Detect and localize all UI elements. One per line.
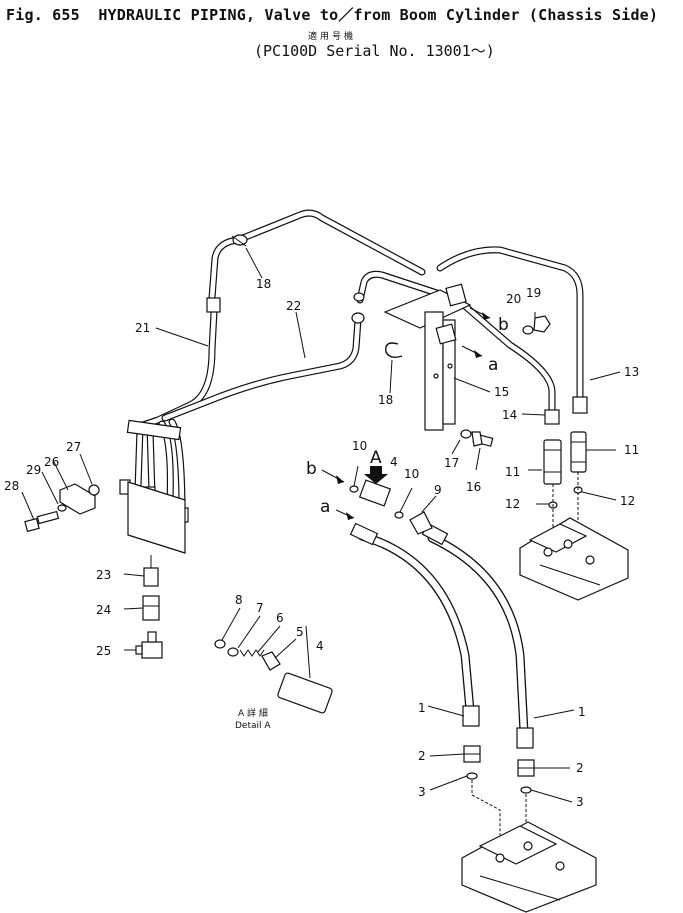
tube-21 bbox=[136, 308, 218, 430]
callout-25: 25 bbox=[96, 644, 111, 658]
bolt-16-washer-17 bbox=[460, 429, 494, 447]
callout-23: 23 bbox=[96, 568, 111, 582]
callout-9: 9 bbox=[434, 483, 442, 497]
callout-10-left: 10 bbox=[352, 439, 367, 453]
leader-lines bbox=[21, 247, 621, 803]
marker-a-left: a bbox=[320, 497, 330, 517]
callout-21: 21 bbox=[135, 321, 150, 335]
o-ring-10-right bbox=[394, 511, 404, 519]
serial-range: (PC100D Serial No. 13001～) bbox=[254, 42, 495, 60]
callout-11-right: 11 bbox=[624, 443, 639, 457]
clip-18-lower bbox=[385, 342, 403, 359]
applicability-label: 適用号機 bbox=[308, 32, 357, 42]
callout-16: 16 bbox=[466, 480, 481, 494]
bracket-15 bbox=[383, 283, 472, 431]
hose-1-left bbox=[349, 522, 480, 727]
callout-3-left: 3 bbox=[418, 785, 426, 799]
callout-15: 15 bbox=[494, 385, 509, 399]
washer-7 bbox=[227, 647, 239, 657]
callout-11-left: 11 bbox=[505, 465, 520, 479]
callout-2-left: 2 bbox=[418, 749, 426, 763]
detail-a-assembly bbox=[214, 639, 333, 714]
callout-14: 14 bbox=[502, 408, 517, 422]
callout-22: 22 bbox=[286, 299, 301, 313]
tube-18-upper bbox=[208, 209, 426, 302]
marker-a-top: a bbox=[488, 355, 498, 375]
o-ring-10-left bbox=[349, 485, 359, 493]
figure-caption: HYDRAULIC PIPING, Valve to／from Boom Cyl… bbox=[98, 6, 659, 24]
tube-22 bbox=[161, 316, 362, 422]
callout-26: 26 bbox=[44, 455, 59, 469]
callout-4-detail: 4 bbox=[316, 639, 324, 653]
collar-27 bbox=[88, 484, 100, 496]
marker-b-left: b bbox=[306, 459, 317, 479]
plug-5 bbox=[261, 651, 281, 671]
coupling-11-right bbox=[570, 431, 587, 473]
spool-4-detail bbox=[277, 672, 333, 714]
callout-12-left: 12 bbox=[505, 497, 520, 511]
marker-A: A bbox=[370, 448, 382, 468]
marker-b-top: b bbox=[498, 315, 509, 335]
callout-13: 13 bbox=[624, 365, 639, 379]
fitting-24 bbox=[142, 595, 160, 621]
callout-5: 5 bbox=[296, 625, 304, 639]
callout-28: 28 bbox=[4, 479, 19, 493]
tee-25 bbox=[135, 631, 163, 659]
callout-4-top: 4 bbox=[390, 455, 398, 469]
figure-title: Fig. 655 HYDRAULIC PIPING, Valve to／from… bbox=[6, 4, 658, 25]
figure-number: Fig. 655 bbox=[6, 6, 80, 24]
flow-arrows bbox=[321, 307, 491, 520]
control-valve-upper bbox=[519, 517, 629, 601]
callout-3-right: 3 bbox=[576, 795, 584, 809]
detail-a-en: Detail A bbox=[235, 721, 271, 731]
elbow-9 bbox=[409, 511, 433, 535]
callout-19: 19 bbox=[526, 286, 541, 300]
connector-2-left bbox=[463, 745, 481, 763]
connector-2-right bbox=[517, 759, 535, 777]
spring-6 bbox=[239, 649, 265, 657]
washer-29 bbox=[57, 504, 67, 512]
nut-19-washer-20 bbox=[522, 315, 551, 335]
nut-13 bbox=[572, 396, 588, 414]
callout-1-left: 1 bbox=[418, 701, 426, 715]
spool-4-top bbox=[358, 479, 392, 507]
callout-2-right: 2 bbox=[576, 761, 584, 775]
callout-24: 24 bbox=[96, 603, 111, 617]
callout-20: 20 bbox=[506, 292, 521, 306]
bracket-26 bbox=[59, 483, 96, 515]
callout-18-lower: 18 bbox=[378, 393, 393, 407]
o-ring-3-right bbox=[520, 786, 532, 794]
o-ring-3-left bbox=[466, 772, 478, 780]
callout-6: 6 bbox=[276, 611, 284, 625]
callout-18: 18 bbox=[256, 277, 271, 291]
mounting-plate-left bbox=[126, 419, 186, 554]
detail-a-jp: A 詳 細 bbox=[238, 707, 268, 719]
tube-13 bbox=[436, 246, 584, 402]
callout-10-right: 10 bbox=[404, 467, 419, 481]
callout-17: 17 bbox=[444, 456, 459, 470]
callout-8: 8 bbox=[235, 593, 243, 607]
arrow-A bbox=[364, 466, 388, 484]
callout-7: 7 bbox=[256, 601, 264, 615]
bolt-28 bbox=[24, 510, 60, 533]
clamp-18-upper bbox=[231, 234, 248, 247]
callout-29: 29 bbox=[26, 463, 41, 477]
plug-23 bbox=[143, 567, 159, 587]
callout-27: 27 bbox=[66, 440, 81, 454]
o-ring-8 bbox=[214, 639, 226, 649]
serial-text: PC100D Serial No. 13001～ bbox=[263, 42, 486, 60]
tube-14 bbox=[356, 270, 556, 414]
callout-12-right: 12 bbox=[620, 494, 635, 508]
coupling-11-left bbox=[543, 439, 562, 485]
callout-1-right: 1 bbox=[578, 705, 586, 719]
control-valve-lower bbox=[461, 821, 597, 913]
nut-14 bbox=[544, 409, 560, 425]
